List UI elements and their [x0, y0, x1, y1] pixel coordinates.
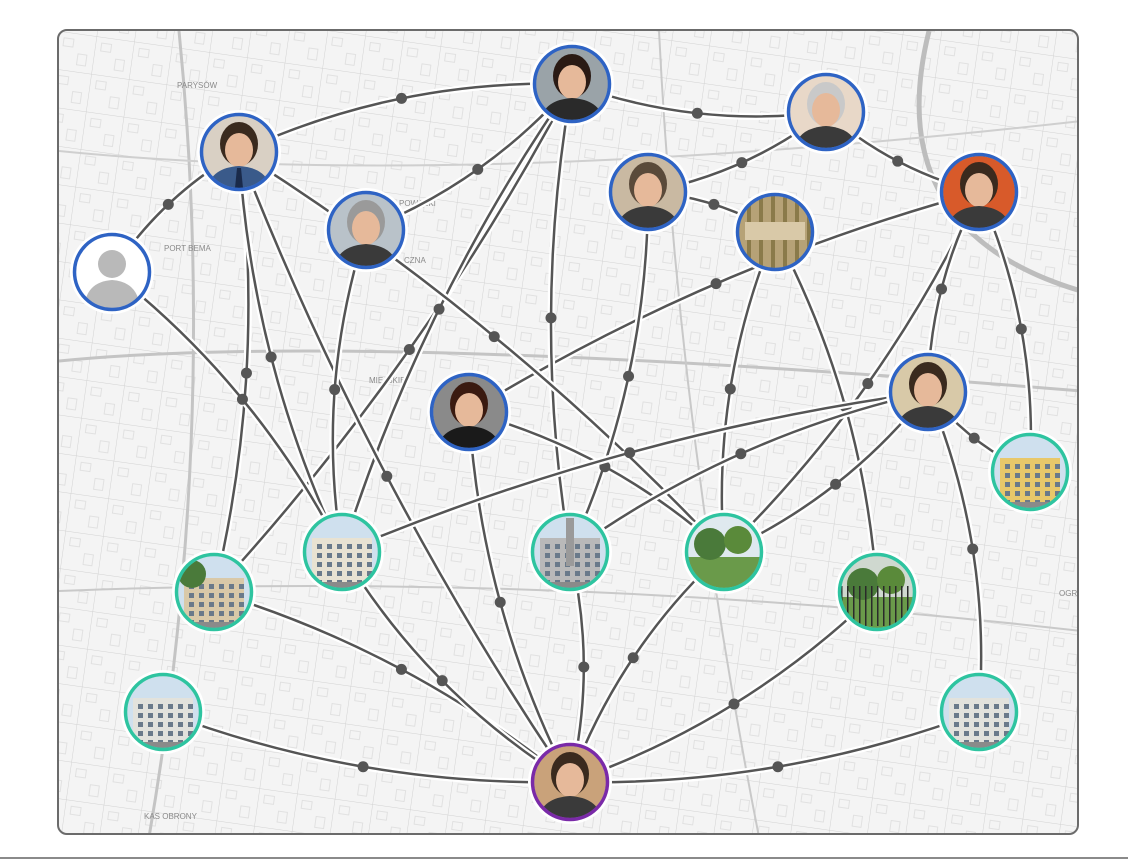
smiling-man-photo — [534, 746, 606, 818]
node-ring — [302, 512, 382, 592]
node-ring — [735, 192, 815, 272]
edge-midpoint-dot[interactable] — [403, 344, 415, 356]
node-ring — [532, 44, 612, 124]
woman-dark-hair-photo — [536, 48, 608, 120]
edge-midpoint-dot[interactable] — [488, 331, 500, 343]
hub-node[interactable] — [528, 740, 612, 824]
person-node[interactable] — [606, 150, 690, 234]
edge-midpoint-dot[interactable] — [830, 478, 842, 490]
edge-midpoint-dot[interactable] — [240, 367, 252, 379]
place-node[interactable] — [682, 510, 766, 594]
edge-midpoint-dot[interactable] — [395, 663, 407, 675]
anonymous-silhouette — [76, 236, 148, 308]
map-street-label: OGRÓD SASKI — [1059, 589, 1079, 598]
node-ring — [530, 512, 610, 592]
node-ring — [530, 742, 610, 822]
person-node[interactable] — [530, 42, 614, 126]
map-street-label: CZNA — [404, 256, 426, 265]
edge-midpoint-dot[interactable] — [968, 432, 980, 444]
edge-midpoint-dot[interactable] — [265, 351, 277, 363]
edge-midpoint-dot[interactable] — [862, 378, 874, 390]
edge-midpoint-dot[interactable] — [772, 761, 784, 773]
person-node[interactable] — [324, 188, 408, 272]
edge-midpoint-dot[interactable] — [236, 393, 248, 405]
city-panorama-photo — [534, 516, 606, 588]
edge-midpoint-dot[interactable] — [578, 661, 590, 673]
edge-midpoint-dot[interactable] — [724, 383, 736, 395]
node-ring — [939, 672, 1019, 752]
person-node[interactable] — [937, 150, 1021, 234]
node-ring — [684, 512, 764, 592]
node-ring — [199, 112, 279, 192]
place-node[interactable] — [528, 510, 612, 594]
edge-midpoint-dot[interactable] — [1015, 323, 1027, 335]
node-ring — [786, 72, 866, 152]
edge-midpoint-dot[interactable] — [624, 447, 636, 459]
person-node[interactable] — [197, 110, 281, 194]
node-layer — [70, 42, 1072, 824]
edge-midpoint-dot[interactable] — [472, 163, 484, 175]
map-street-label: KAS OBRONY — [144, 812, 198, 821]
edge-midpoint-dot[interactable] — [357, 761, 369, 773]
edge-midpoint-dot[interactable] — [381, 470, 393, 482]
node-ring — [990, 432, 1070, 512]
apartment-block-photo — [127, 676, 199, 748]
edge-midpoint-dot[interactable] — [162, 198, 174, 210]
node-ring — [72, 232, 152, 312]
edge-midpoint-dot[interactable] — [736, 157, 748, 169]
node-ring — [939, 152, 1019, 232]
relationship-graph: PARYSÓWPOWĄZKICZNAMIEJSKIEOGRÓD SASKIPOR… — [59, 31, 1079, 833]
person-node[interactable] — [70, 230, 154, 314]
node-ring — [837, 552, 917, 632]
edge-midpoint-dot[interactable] — [627, 652, 639, 664]
edge-midpoint-dot[interactable] — [494, 596, 506, 608]
edge-layer — [109, 80, 1035, 786]
edge-midpoint-dot[interactable] — [545, 312, 557, 324]
edge-midpoint-dot[interactable] — [967, 543, 979, 555]
person-node[interactable] — [886, 350, 970, 434]
tenement-building-photo — [306, 516, 378, 588]
edge-midpoint-dot[interactable] — [892, 155, 904, 167]
node-ring — [123, 672, 203, 752]
edge-midpoint-dot[interactable] — [728, 698, 740, 710]
person-node[interactable] — [427, 370, 511, 454]
page-divider — [0, 857, 1128, 859]
map-street-label: PORT BEMA — [164, 244, 211, 253]
place-node[interactable] — [835, 550, 919, 634]
place-node[interactable] — [300, 510, 384, 594]
node-ring — [429, 372, 509, 452]
place-node[interactable] — [988, 430, 1072, 514]
older-woman-photo — [330, 194, 402, 266]
node-ring — [888, 352, 968, 432]
school-building-photo — [178, 556, 250, 628]
node-ring — [174, 552, 254, 632]
person-node[interactable] — [784, 70, 868, 154]
place-node[interactable] — [121, 670, 205, 754]
node-ring — [608, 152, 688, 232]
edge-midpoint-dot[interactable] — [735, 448, 747, 460]
place-node[interactable] — [937, 670, 1021, 754]
man-tie-photo — [203, 116, 275, 188]
edge-midpoint-dot[interactable] — [395, 92, 407, 104]
network-map-panel: PARYSÓWPOWĄZKICZNAMIEJSKIEOGRÓD SASKIPOR… — [57, 29, 1079, 835]
edge-midpoint-dot[interactable] — [936, 283, 947, 295]
edge-midpoint-dot[interactable] — [433, 303, 445, 315]
edge-midpoint-dot[interactable] — [708, 198, 720, 210]
map-street-label: PARYSÓW — [177, 81, 218, 90]
edge-midpoint-dot[interactable] — [710, 278, 722, 290]
edge-midpoint-dot[interactable] — [436, 675, 448, 687]
edge-midpoint-dot[interactable] — [329, 384, 341, 396]
place-node[interactable] — [172, 550, 256, 634]
person-node[interactable] — [733, 190, 819, 274]
edge-midpoint-dot[interactable] — [623, 370, 635, 382]
yellow-house-photo — [994, 436, 1066, 508]
aerial-city-photo — [739, 196, 811, 268]
node-ring — [326, 190, 406, 270]
edge-midpoint-dot[interactable] — [691, 107, 703, 119]
